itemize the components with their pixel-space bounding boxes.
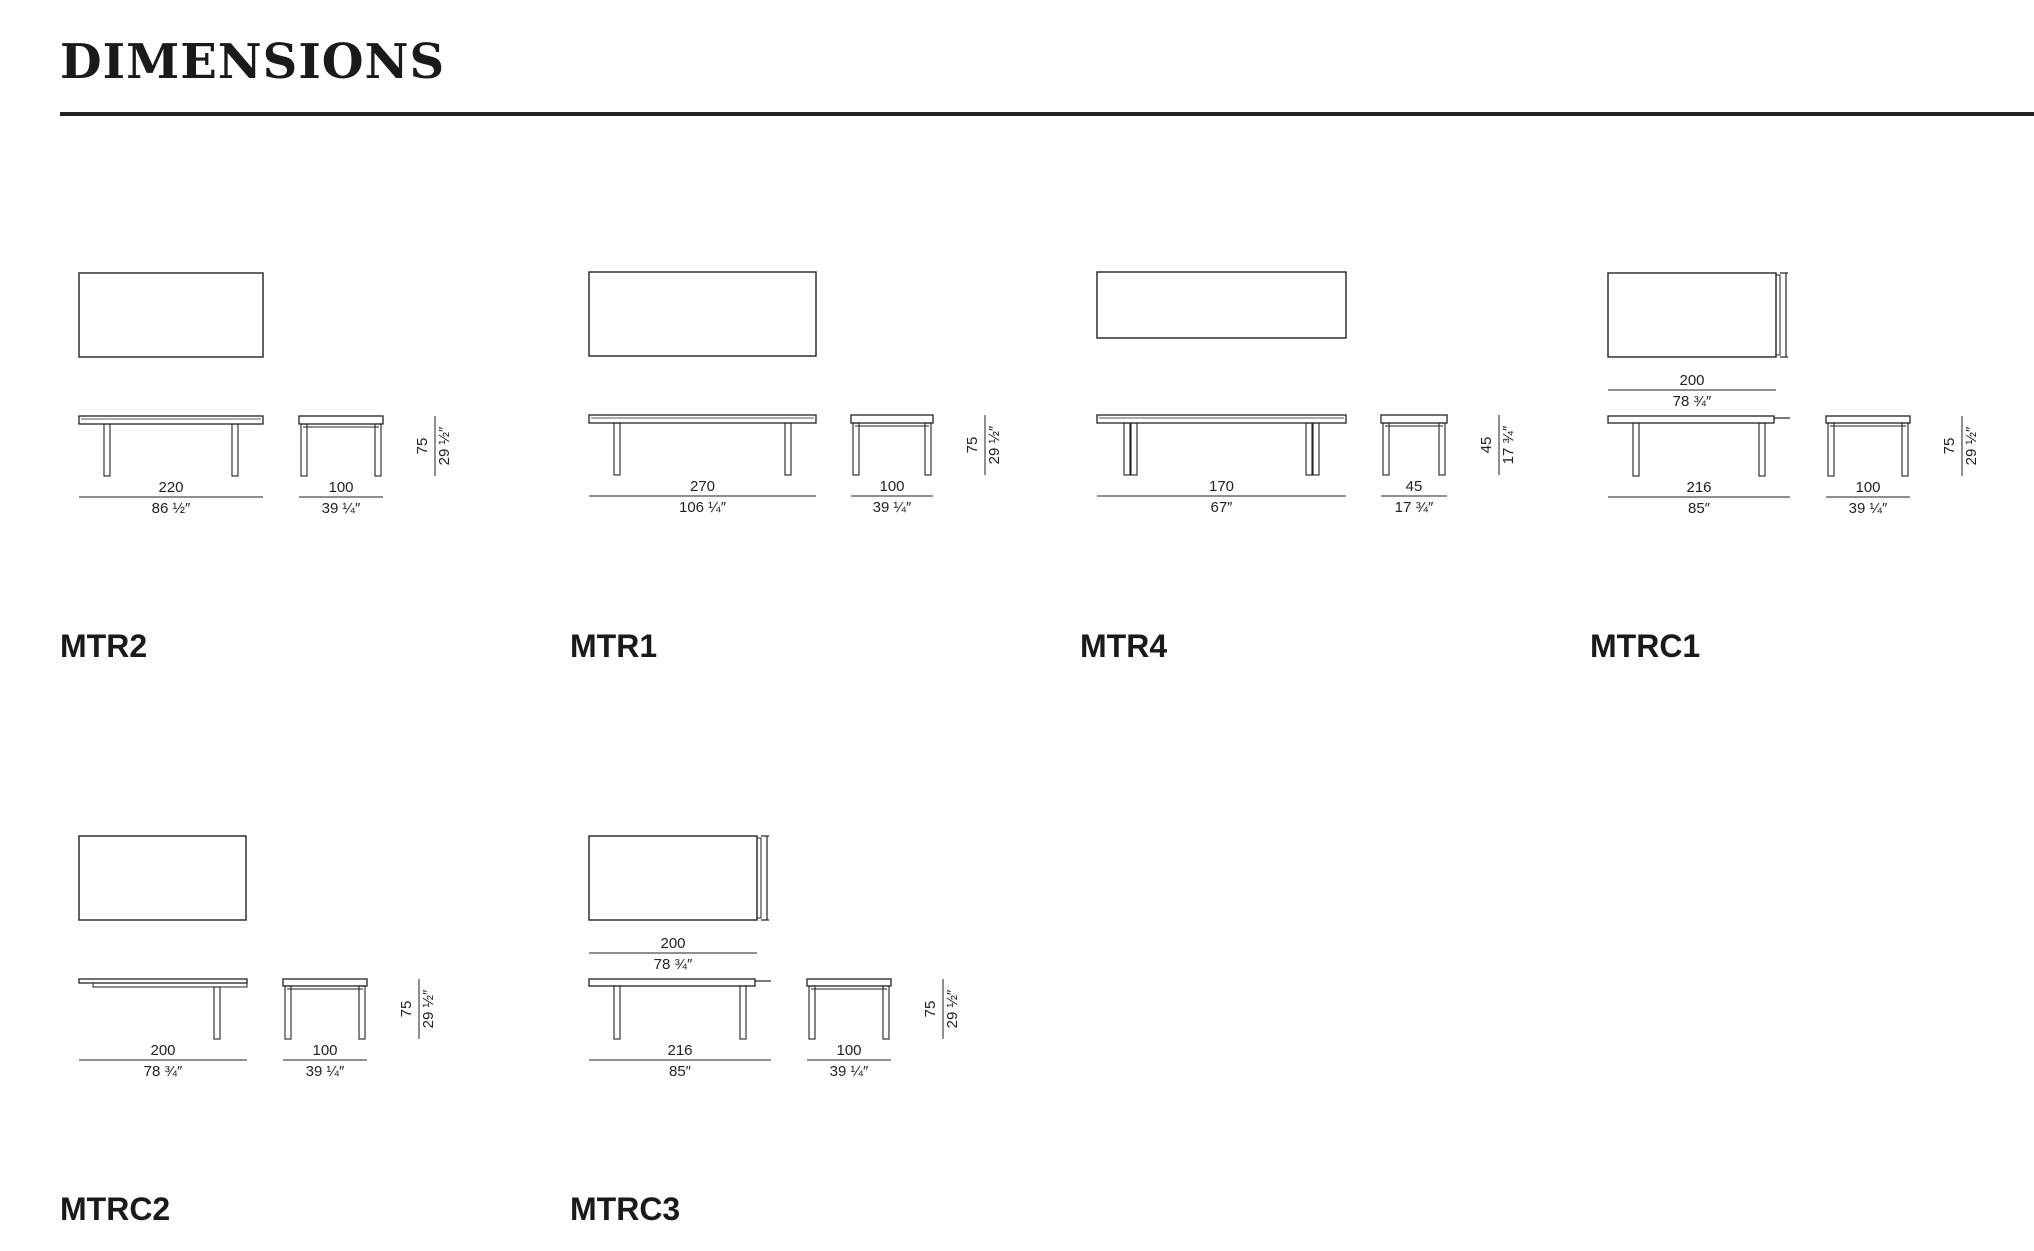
mtrc3-plan-rail (756, 837, 762, 919)
mtr4-depth-dim-cm: 45 (1406, 478, 1423, 495)
mtr1-side-leg-left (852, 422, 860, 476)
page-title: DIMENSIONS (60, 34, 446, 90)
mtrc1-front-leg-right (1758, 422, 1766, 477)
mtrc3-front-top (588, 978, 756, 987)
mtr4-side-leg-right (1438, 422, 1446, 476)
mtrc2-depth-dim-in: 39 ¼″ (306, 1063, 345, 1080)
mtrc1-width-dim-cm: 216 (1686, 479, 1711, 496)
mtr1-width-dim-cm: 270 (690, 478, 715, 495)
mtrc3-closed-dim-in: 78 ¾″ (654, 956, 693, 973)
mtrc1-closed-dim-in: 78 ¾″ (1673, 393, 1712, 410)
mtrc2-side-top (282, 978, 368, 987)
mtr4-side-top (1380, 414, 1448, 424)
mtr4-side-leg-left (1382, 422, 1390, 476)
model-label-mtrc2: MTRC2 (60, 1191, 171, 1227)
mtr1-width-dim-in: 106 ¼″ (679, 499, 727, 516)
mtrc3-closed-dim-cm: 200 (660, 935, 685, 952)
mtr4-width-dim-cm: 170 (1209, 478, 1234, 495)
mtr4-front-leg-right-b (1305, 422, 1313, 476)
mtr2-height-dim-cm: 75 (414, 438, 431, 455)
mtrc2-width-dim-in: 78 ¾″ (144, 1063, 183, 1080)
mtrc1-front-top (1607, 415, 1775, 424)
mtrc2-height-dim-in: 29 ½″ (420, 989, 437, 1028)
mtr4-front-top (1096, 414, 1347, 424)
mtr1-front-leg-right (784, 422, 792, 476)
mtrc1-plan-rail (1775, 274, 1781, 356)
mtr2-front-top (78, 415, 264, 425)
mtr1-front-leg-left (613, 422, 621, 476)
mtrc2-front-apron (92, 982, 248, 988)
mtr1-side-top (850, 414, 934, 424)
mtrc1-closed-dim-cm: 200 (1679, 372, 1704, 389)
mtrc1-height-dim-in: 29 ½″ (1963, 426, 1980, 465)
mtr2-plan-view (78, 272, 264, 358)
mtr4-front-leg-right (1312, 422, 1320, 476)
mtr2-width-dim-in: 86 ½″ (152, 500, 191, 517)
model-label-mtr4: MTR4 (1080, 628, 1168, 664)
mtrc1-side-top (1825, 415, 1911, 424)
mtrc3-height-dim-in: 29 ½″ (944, 989, 961, 1028)
mtrc3-plan-view (588, 835, 758, 921)
mtrc3-side-top (806, 978, 892, 987)
mtrc3-width-dim-in: 85″ (669, 1063, 692, 1080)
mtr1-height-dim-in: 29 ½″ (986, 425, 1003, 464)
mtr4-front-leg-left-b (1130, 422, 1138, 476)
mtrc3-side-leg-right (882, 985, 890, 1040)
title-divider (60, 112, 2034, 116)
mtrc1-front-leg-left (1632, 422, 1640, 477)
mtrc1-depth-dim-cm: 100 (1855, 479, 1880, 496)
mtrc1-depth-dim-in: 39 ¼″ (1849, 500, 1888, 517)
mtr1-height-dim-cm: 75 (964, 437, 981, 454)
mtrc1-height-dim-cm: 75 (1941, 438, 1958, 455)
mtrc2-depth-dim-cm: 100 (312, 1042, 337, 1059)
mtrc2-front-top (78, 978, 248, 984)
mtr2-front-leg-left (103, 423, 111, 477)
mtr2-side-top (298, 415, 384, 425)
mtr4-height-dim-cm: 45 (1478, 437, 1495, 454)
mtrc1-side-leg-left (1827, 422, 1835, 477)
model-label-mtr1: MTR1 (570, 628, 658, 664)
mtr2-height-dim-in: 29 ½″ (436, 426, 453, 465)
mtr4-front-leg-left (1123, 422, 1131, 476)
mtr2-depth-dim-cm: 100 (328, 479, 353, 496)
mtrc2-side-leg-left (284, 985, 292, 1040)
mtr1-side-leg-right (924, 422, 932, 476)
model-label-mtrc1: MTRC1 (1590, 628, 1701, 664)
mtr4-width-dim-in: 67″ (1211, 499, 1234, 516)
mtr4-plan-view (1096, 271, 1347, 339)
mtr2-side-leg-right (374, 423, 382, 477)
mtrc2-front-leg (213, 986, 221, 1040)
mtr4-height-dim-in: 17 ¾″ (1500, 425, 1517, 464)
mtrc2-plan-view (78, 835, 247, 921)
model-label-mtrc3: MTRC3 (570, 1191, 681, 1227)
mtrc2-height-dim-cm: 75 (398, 1001, 415, 1018)
mtr2-width-dim-cm: 220 (158, 479, 183, 496)
mtrc3-front-leg-left (613, 985, 621, 1040)
mtr1-depth-dim-cm: 100 (879, 478, 904, 495)
mtrc3-height-dim-cm: 75 (922, 1001, 939, 1018)
mtr4-depth-dim-in: 17 ¾″ (1395, 499, 1434, 516)
mtr2-depth-dim-in: 39 ¼″ (322, 500, 361, 517)
mtr2-side-leg-left (300, 423, 308, 477)
mtr1-plan-view (588, 271, 817, 357)
mtrc3-front-leg-right (739, 985, 747, 1040)
mtrc1-plan-view (1607, 272, 1777, 358)
mtr1-depth-dim-in: 39 ¼″ (873, 499, 912, 516)
mtrc1-width-dim-in: 85″ (1688, 500, 1711, 517)
mtrc3-width-dim-cm: 216 (667, 1042, 692, 1059)
model-label-mtr2: MTR2 (60, 628, 148, 664)
mtrc3-side-leg-left (808, 985, 816, 1040)
mtrc3-depth-dim-cm: 100 (836, 1042, 861, 1059)
mtr1-front-top (588, 414, 817, 424)
mtrc1-side-leg-right (1901, 422, 1909, 477)
mtrc2-width-dim-cm: 200 (150, 1042, 175, 1059)
mtrc2-side-leg-right (358, 985, 366, 1040)
mtrc3-depth-dim-in: 39 ¼″ (830, 1063, 869, 1080)
mtr2-front-leg-right (231, 423, 239, 477)
